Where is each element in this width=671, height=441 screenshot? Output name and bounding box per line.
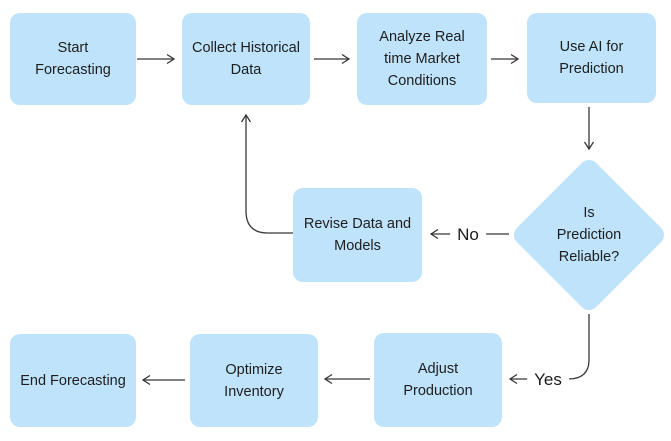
node-start-forecasting: Start Forecasting <box>10 13 136 105</box>
node-end-forecasting: End Forecasting <box>10 334 136 427</box>
node-optimize-inventory: Optimize Inventory <box>190 334 318 427</box>
edge-label-yes: Yes <box>527 370 569 390</box>
node-use-ai-prediction: Use AI for Prediction <box>527 13 656 103</box>
edge-label-no: No <box>450 225 486 245</box>
node-revise-data-models: Revise Data and Models <box>293 188 422 282</box>
node-is-prediction-reliable-label: Is Prediction Reliable? <box>556 205 622 265</box>
edge-revise-to-collect <box>240 113 293 234</box>
node-collect-historical-data: Collect Historical Data <box>182 13 310 105</box>
node-analyze-market-conditions: Analyze Real time Market Conditions <box>357 13 487 105</box>
node-adjust-production: Adjust Production <box>374 333 502 427</box>
